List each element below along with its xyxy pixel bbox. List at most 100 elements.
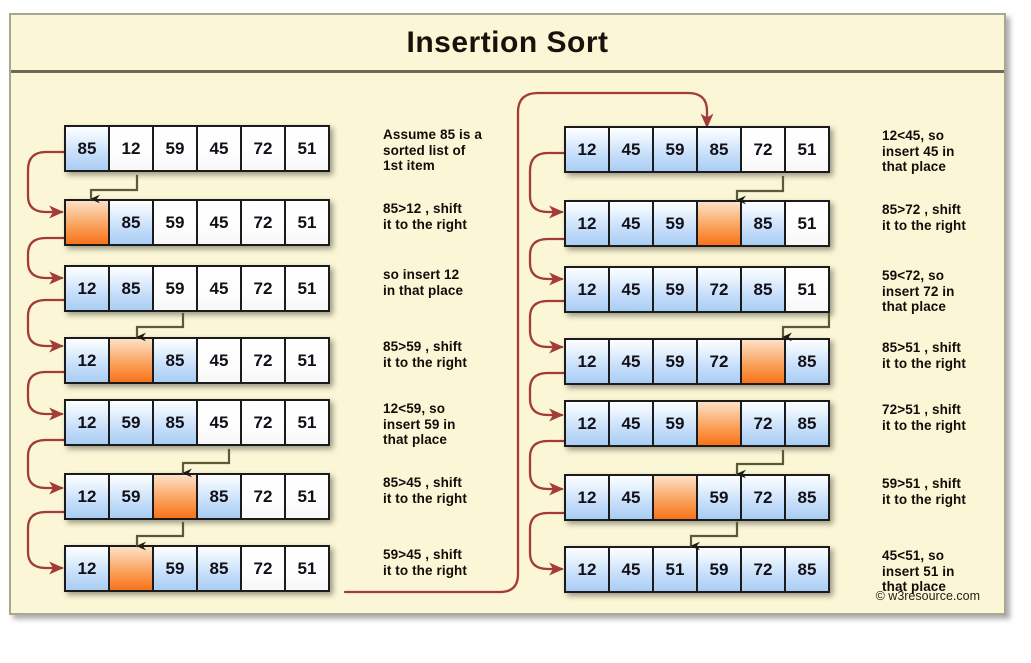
array-cell: 72 [240,265,286,312]
array-cell: 45 [196,337,242,384]
step-caption: 85>51 , shift it to the right [882,340,966,371]
array-cell: 59 [152,199,198,246]
step-caption: 85>45 , shift it to the right [383,475,467,506]
array-cell: 59 [696,474,742,521]
array-cell: 72 [240,337,286,384]
array-cell: 85 [152,337,198,384]
array-cell: 12 [564,200,610,247]
array-cell [152,473,198,520]
array-cell: 59 [108,399,154,446]
array-cell: 59 [152,125,198,172]
step-caption: 59>45 , shift it to the right [383,547,467,578]
array-cell [696,200,742,247]
array-cell: 59 [652,400,698,447]
array-cell: 12 [564,126,610,173]
array-cell: 51 [284,337,330,384]
array-cell: 45 [196,399,242,446]
step-caption: Assume 85 is a sorted list of 1st item [383,127,482,173]
step-caption: 45<51, so insert 51 in that place [882,548,955,594]
array-cell [108,337,154,384]
copyright-credit: © w3resource.com [875,589,980,603]
array-cell: 59 [652,126,698,173]
array-cell: 12 [64,337,110,384]
array-cell: 85 [784,400,830,447]
poster-frame: Insertion Sort © w3resource.com [9,13,1006,615]
array-cell: 72 [240,399,286,446]
array-cell: 51 [284,199,330,246]
array-cell: 45 [196,125,242,172]
array-cell: 51 [284,473,330,520]
step-caption: 85>59 , shift it to the right [383,339,467,370]
array-cell: 72 [240,125,286,172]
array-cell: 12 [564,474,610,521]
step-caption: 72>51 , shift it to the right [882,402,966,433]
array-cell: 72 [240,473,286,520]
array-cell: 12 [564,338,610,385]
array-cell: 85 [784,474,830,521]
array-cell: 85 [108,265,154,312]
array-cell: 51 [284,265,330,312]
array-cell: 51 [284,399,330,446]
array-cell: 51 [284,545,330,592]
array-cell: 51 [652,546,698,593]
array-cell: 59 [152,265,198,312]
array-cell: 12 [564,266,610,313]
array-cell [740,338,786,385]
array-cell: 59 [108,473,154,520]
array-cell: 85 [696,126,742,173]
array-cell [108,545,154,592]
step-caption: 12<59, so insert 59 in that place [383,401,456,447]
array-cell: 59 [652,200,698,247]
array-cell: 85 [740,266,786,313]
step-caption: 59<72, so insert 72 in that place [882,268,955,314]
title-bar: Insertion Sort [11,15,1004,73]
array-cell: 59 [652,338,698,385]
step-caption: 85>72 , shift it to the right [882,202,966,233]
array-cell: 72 [696,338,742,385]
array-cell: 45 [608,400,654,447]
array-cell: 45 [608,474,654,521]
array-cell: 12 [564,546,610,593]
array-cell [696,400,742,447]
array-cell: 72 [740,474,786,521]
array-cell: 45 [608,200,654,247]
array-cell: 85 [740,200,786,247]
array-cell: 59 [696,546,742,593]
array-cell: 45 [608,266,654,313]
array-cell: 85 [64,125,110,172]
array-cell: 72 [240,545,286,592]
array-cell: 45 [608,126,654,173]
step-caption: 85>12 , shift it to the right [383,201,467,232]
array-cell [652,474,698,521]
array-cell: 85 [152,399,198,446]
page-title: Insertion Sort [406,25,609,59]
array-cell: 45 [608,546,654,593]
array-cell: 12 [564,400,610,447]
array-cell: 85 [196,473,242,520]
array-cell: 85 [108,199,154,246]
array-cell: 85 [784,546,830,593]
step-caption: 12<45, so insert 45 in that place [882,128,955,174]
array-cell: 59 [152,545,198,592]
array-cell: 72 [740,546,786,593]
array-cell: 85 [784,338,830,385]
array-cell: 51 [784,126,830,173]
array-cell: 45 [196,199,242,246]
array-cell: 72 [740,400,786,447]
array-cell: 12 [108,125,154,172]
array-cell: 45 [608,338,654,385]
array-cell: 12 [64,473,110,520]
